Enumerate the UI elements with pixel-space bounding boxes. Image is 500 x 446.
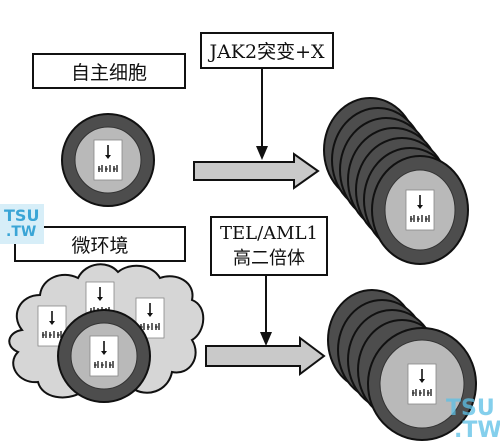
expanded-clone-stack-top — [323, 97, 469, 265]
jak2-mutation-label: JAK2突变+X — [200, 32, 334, 69]
expanded-clone-stack-bottom — [327, 289, 477, 441]
watermark-line1: TSU — [446, 396, 495, 421]
watermark-line1: TSU — [4, 206, 40, 225]
tel-aml1-label: TEL/AML1 高二倍体 — [210, 216, 328, 276]
microenvironment-cell-icon — [57, 309, 151, 403]
watermark-line2: .TW — [6, 224, 37, 240]
tel-aml1-line1: TEL/AML1 — [220, 223, 318, 244]
jak2-down-arrow — [256, 69, 268, 160]
watermark-line2: .TW — [454, 418, 500, 443]
tel-aml1-line2: 高二倍体 — [233, 248, 305, 269]
top-right-arrow — [193, 152, 320, 190]
watermark-logo-right: TSU .TW — [442, 394, 500, 446]
autonomous-cell-label: 自主细胞 — [32, 53, 186, 89]
autonomous-cell-icon — [61, 113, 155, 207]
watermark-logo-left: TSU .TW — [0, 204, 44, 244]
tel-aml1-down-arrow — [260, 276, 272, 346]
bottom-right-arrow — [205, 336, 326, 376]
